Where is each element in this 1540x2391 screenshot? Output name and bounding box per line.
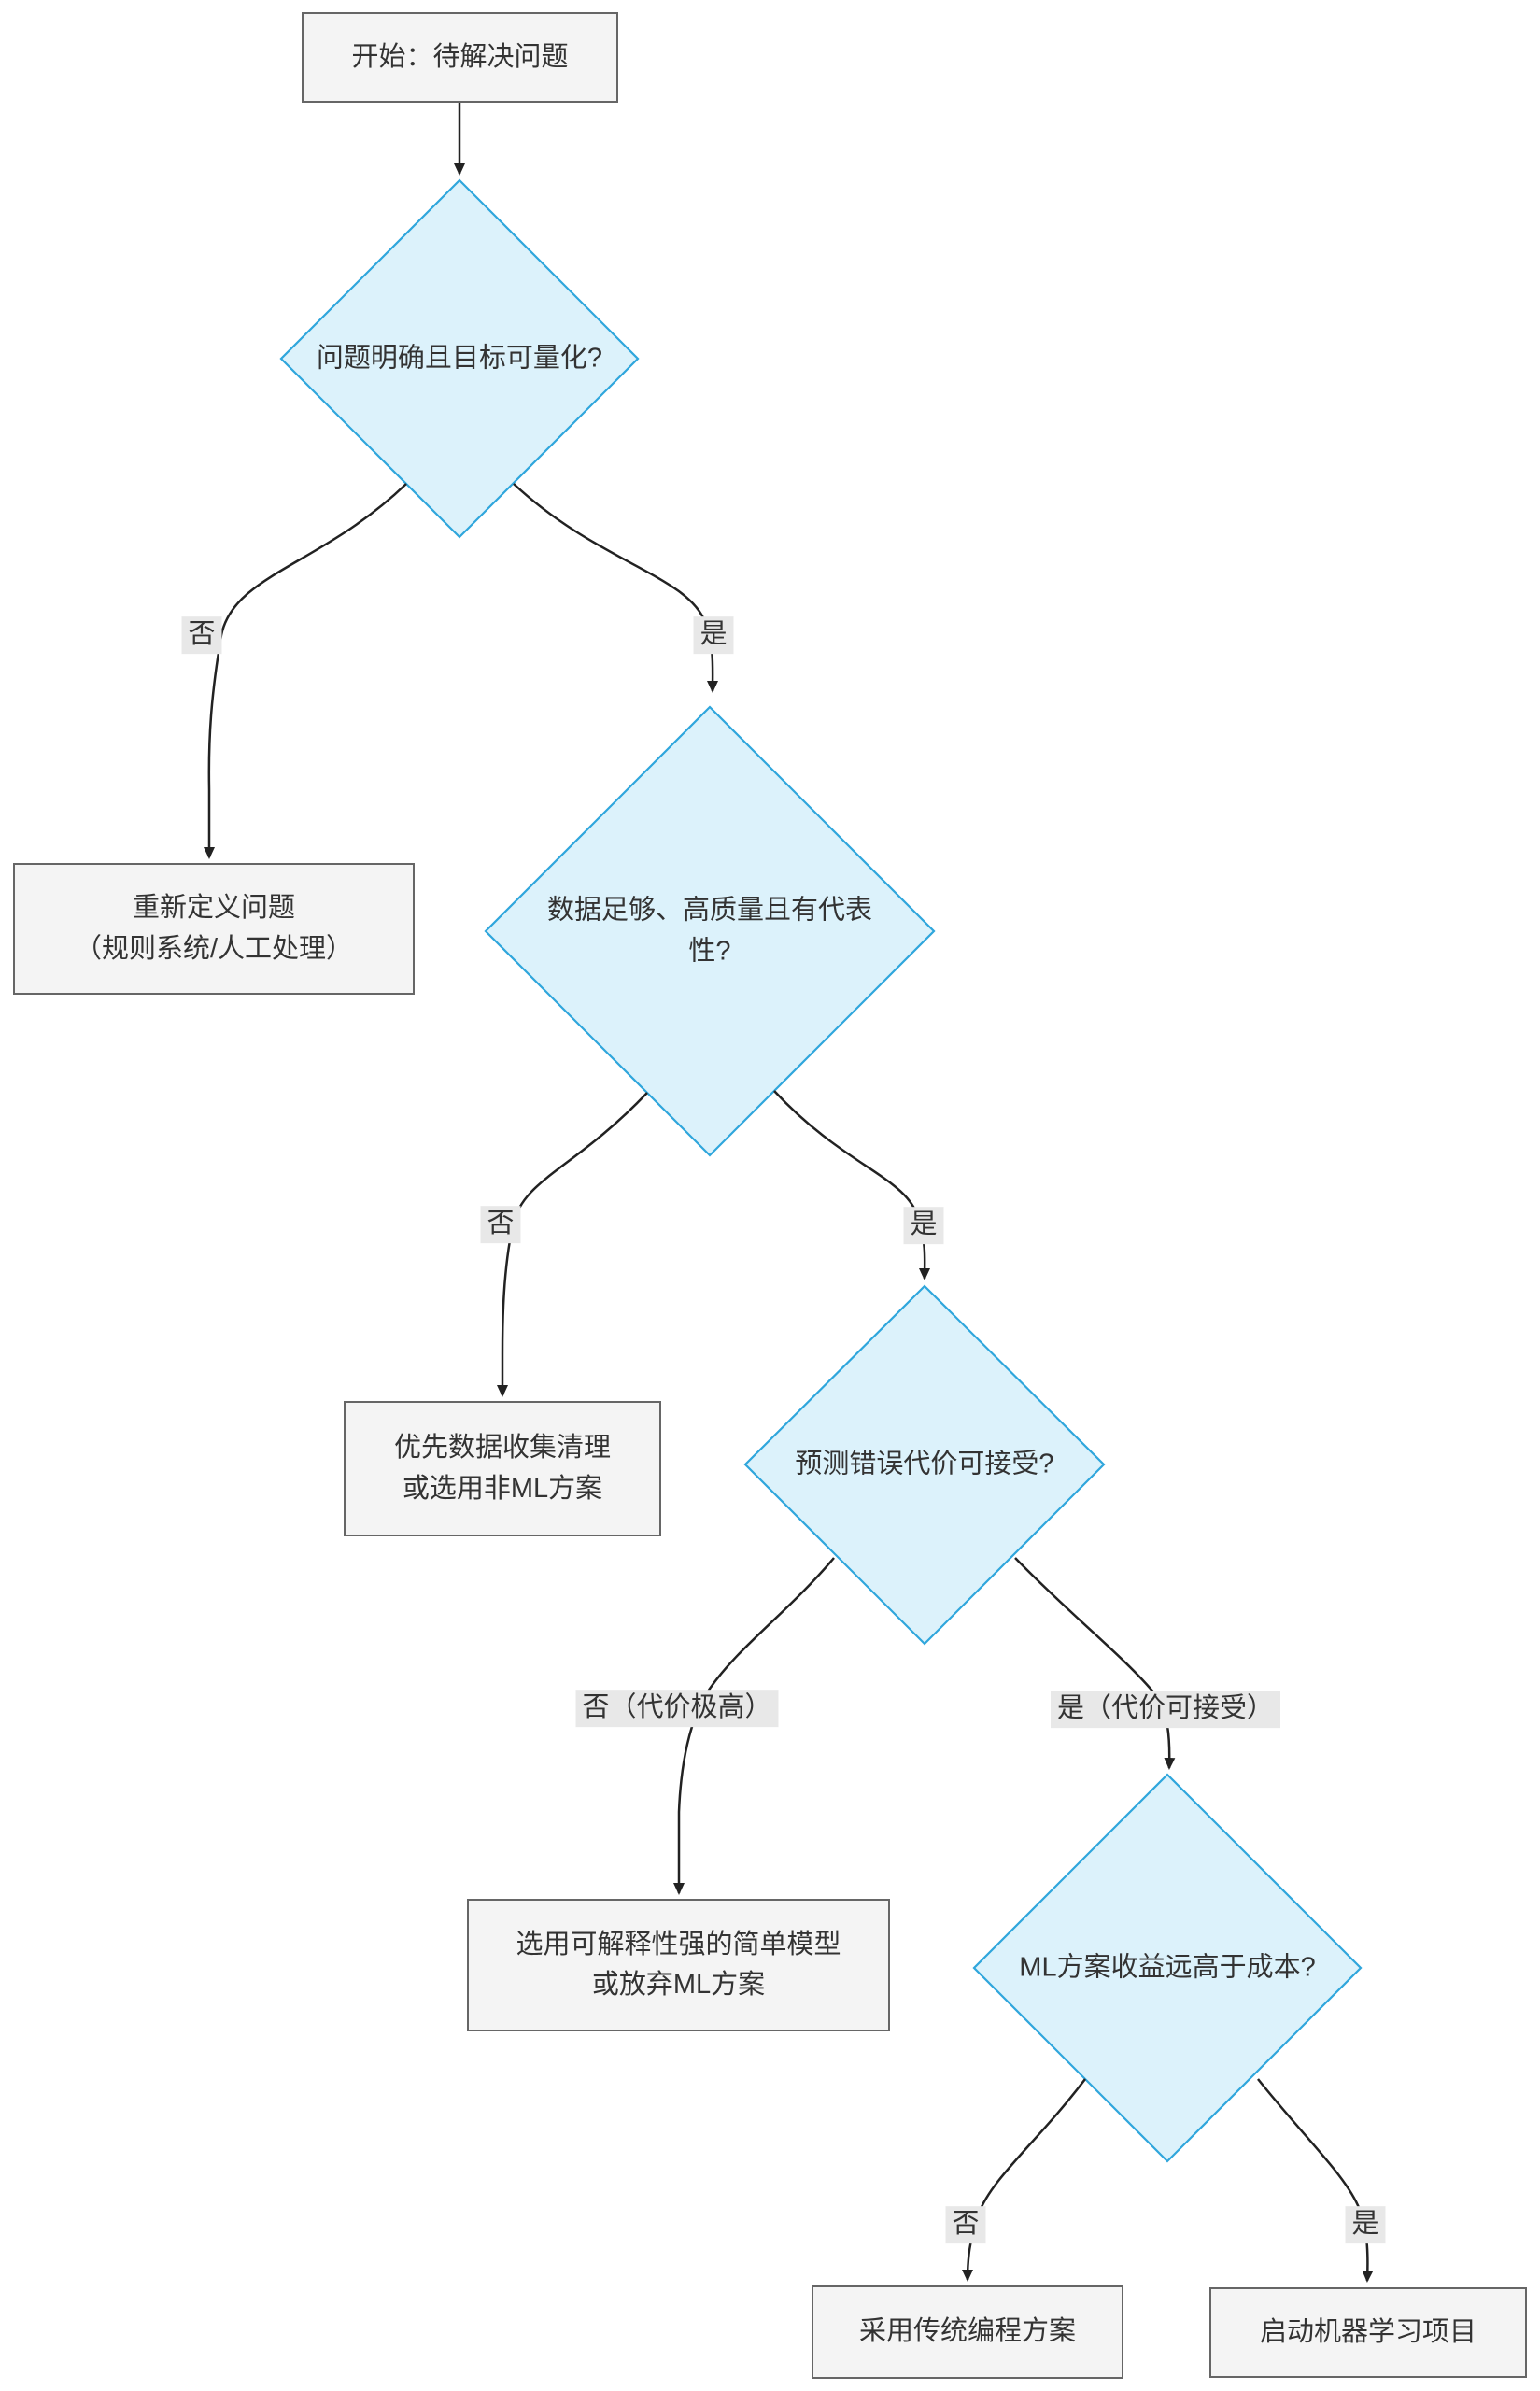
edge-label-d2-no: 否 xyxy=(480,1206,521,1243)
edge-d1-no-to-redefine xyxy=(204,483,407,859)
edge-label-d1-no: 否 xyxy=(181,616,222,654)
edge-d1-yes-to-d2 xyxy=(513,483,719,693)
edge-d4-no-to-traditional xyxy=(962,2078,1086,2282)
edge-label-d2-yes: 是 xyxy=(903,1207,944,1244)
decision-diamond-roi xyxy=(972,1773,1363,2163)
decision-diamond-data-quality xyxy=(484,705,936,1157)
edge-d4-yes-to-ml xyxy=(1257,2078,1374,2283)
decision-diamond-error-cost xyxy=(743,1284,1106,1646)
edge-d3-yes-to-d4 xyxy=(1014,1557,1176,1770)
edge-label-d1-yes: 是 xyxy=(693,616,734,654)
edge-label-d3-yes: 是（代价可接受） xyxy=(1050,1691,1281,1728)
simple-model-node: 选用可解释性强的简单模型 或放弃ML方案 xyxy=(467,1899,890,2031)
start-node: 开始：待解决问题 xyxy=(302,12,618,103)
edge-d3-no-to-simple xyxy=(673,1557,835,1895)
decision-diamond-problem-quantifiable xyxy=(279,178,640,539)
start-ml-project-node: 启动机器学习项目 xyxy=(1209,2287,1527,2378)
decision-label-error-cost: 预测错误代价可接受? xyxy=(795,1449,1054,1479)
decision-label-problem-quantifiable: 问题明确且目标可量化? xyxy=(316,343,603,374)
edge-d2-yes-to-d3 xyxy=(773,1090,931,1280)
edge-label-d3-no: 否（代价极高） xyxy=(575,1690,779,1727)
edge-label-d4-no: 否 xyxy=(945,2206,986,2243)
collect-data-node: 优先数据收集清理 或选用非ML方案 xyxy=(344,1401,661,1536)
decision-label-data-quality: 数据足够、高质量且有代表 性? xyxy=(546,895,872,967)
edge-d2-no-to-collect xyxy=(497,1092,648,1397)
traditional-programming-node: 采用传统编程方案 xyxy=(812,2285,1123,2379)
edge-label-d4-yes: 是 xyxy=(1345,2206,1386,2243)
redefine-problem-node: 重新定义问题 （规则系统/人工处理） xyxy=(13,863,415,995)
decision-label-roi: ML方案收益远高于成本? xyxy=(1019,1952,1316,1983)
